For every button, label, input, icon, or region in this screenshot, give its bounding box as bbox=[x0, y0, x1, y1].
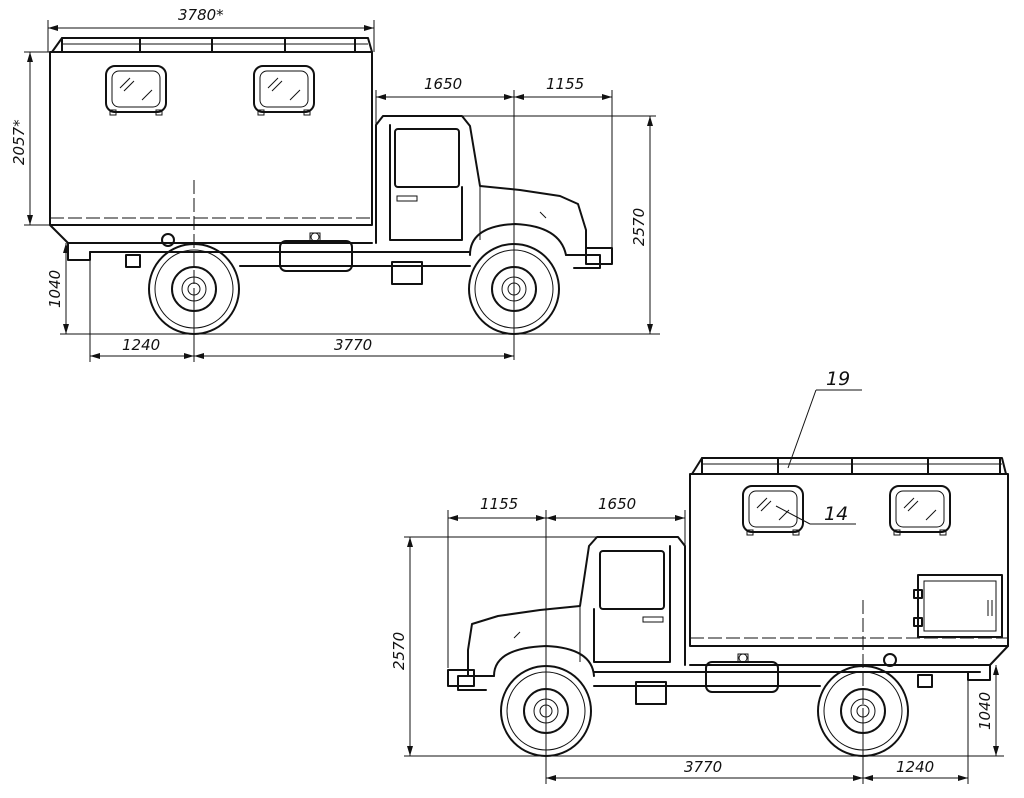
callouts bbox=[775, 389, 862, 525]
dim-rear-overhang: 1240 bbox=[896, 758, 934, 776]
callout-roof-rail: 19 bbox=[826, 368, 850, 390]
side-hatch bbox=[913, 574, 1003, 638]
fuel-tank bbox=[705, 653, 779, 693]
dim-cab-length: 1650 bbox=[598, 495, 636, 513]
dim-cab-length: 1650 bbox=[424, 75, 462, 93]
dim-front-overhang: 1155 bbox=[480, 495, 518, 513]
dim-total-height: 2570 bbox=[630, 208, 648, 246]
dim-total-height: 2570 bbox=[390, 632, 408, 670]
cab bbox=[467, 536, 686, 677]
bottom-dimensions bbox=[404, 510, 1004, 784]
callout-window: 14 bbox=[824, 503, 848, 525]
cargo-body bbox=[49, 51, 373, 226]
top-dimensions bbox=[24, 20, 660, 362]
dim-rear-overhang: 1240 bbox=[122, 336, 160, 354]
dim-floor-height: 1040 bbox=[976, 692, 994, 730]
body-window bbox=[253, 65, 315, 116]
dim-body-length: 3780* bbox=[178, 6, 224, 24]
dim-front-overhang: 1155 bbox=[546, 75, 584, 93]
cab bbox=[375, 115, 587, 253]
dim-body-height: 2057* bbox=[10, 119, 28, 165]
dim-floor-height: 1040 bbox=[46, 270, 64, 308]
cargo-body bbox=[689, 473, 1009, 647]
body-window bbox=[742, 485, 804, 536]
dim-wheelbase: 3770 bbox=[684, 758, 722, 776]
dim-wheelbase: 3770 bbox=[334, 336, 372, 354]
fuel-tank bbox=[279, 232, 353, 272]
roof-rail bbox=[51, 37, 373, 53]
body-window bbox=[105, 65, 167, 116]
roof-rail bbox=[691, 457, 1007, 475]
bottom-truck-view: 19 14 bbox=[390, 368, 1009, 784]
body-window bbox=[889, 485, 951, 536]
top-truck-view: 3780* 2057* 1650 1155 2570 1040 1240 377… bbox=[10, 6, 660, 362]
